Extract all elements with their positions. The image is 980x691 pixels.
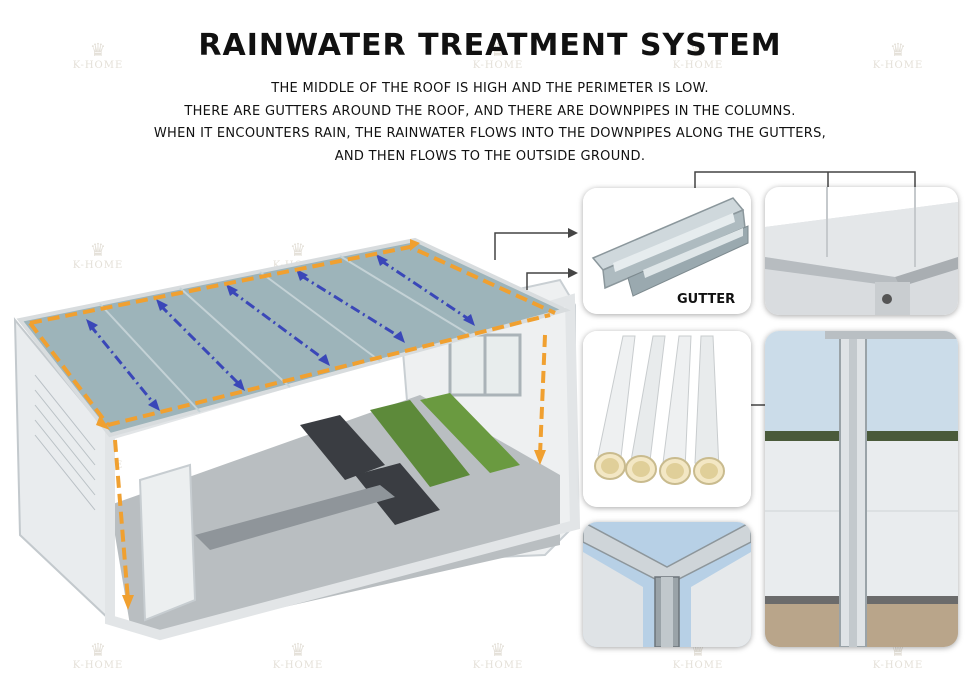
pvc-downpipes-image	[583, 331, 751, 507]
gutter-photo-panel	[583, 188, 751, 314]
gutter-label: GUTTER	[677, 292, 736, 307]
description-line: AND THEN FLOWS TO THE OUTSIDE GROUND.	[334, 148, 646, 164]
page-title: RAINWATER TREATMENT SYSTEM	[198, 28, 782, 63]
container-house-illustration	[13, 237, 581, 641]
watermark-logo: ♛K-HOME	[272, 640, 324, 672]
corner-column-photo-panel	[583, 522, 751, 647]
roof-gutter-corner-image	[765, 187, 958, 315]
description-line: WHEN IT ENCOUNTERS RAIN, THE RAINWATER F…	[153, 126, 827, 141]
watermark-logo: ♛K-HOME	[72, 40, 124, 72]
downpipe-photo-panel	[583, 331, 751, 507]
description-line: THE MIDDLE OF THE ROOF IS HIGH AND THE P…	[271, 81, 709, 96]
watermark-logo: ♛K-HOME	[472, 40, 524, 72]
description: THE MIDDLE OF THE ROOF IS HIGH AND THE P…	[0, 78, 980, 168]
roof-edge-photo-panel	[765, 187, 958, 315]
watermark-logo: ♛K-HOME	[72, 240, 124, 272]
watermark-logo: ♛K-HOME	[472, 640, 524, 672]
description-line: THERE ARE GUTTERS AROUND THE ROOF, AND T…	[184, 103, 796, 119]
watermark-logo: ♛K-HOME	[872, 40, 924, 72]
column-downpipe-photo-panel	[765, 331, 958, 647]
gutter-profile-image	[583, 188, 751, 314]
column-with-downpipe-image	[765, 331, 958, 647]
watermark-logo: ♛K-HOME	[72, 640, 124, 672]
corner-column-interior-image	[583, 522, 751, 647]
watermark-logo: ♛K-HOME	[672, 40, 724, 72]
